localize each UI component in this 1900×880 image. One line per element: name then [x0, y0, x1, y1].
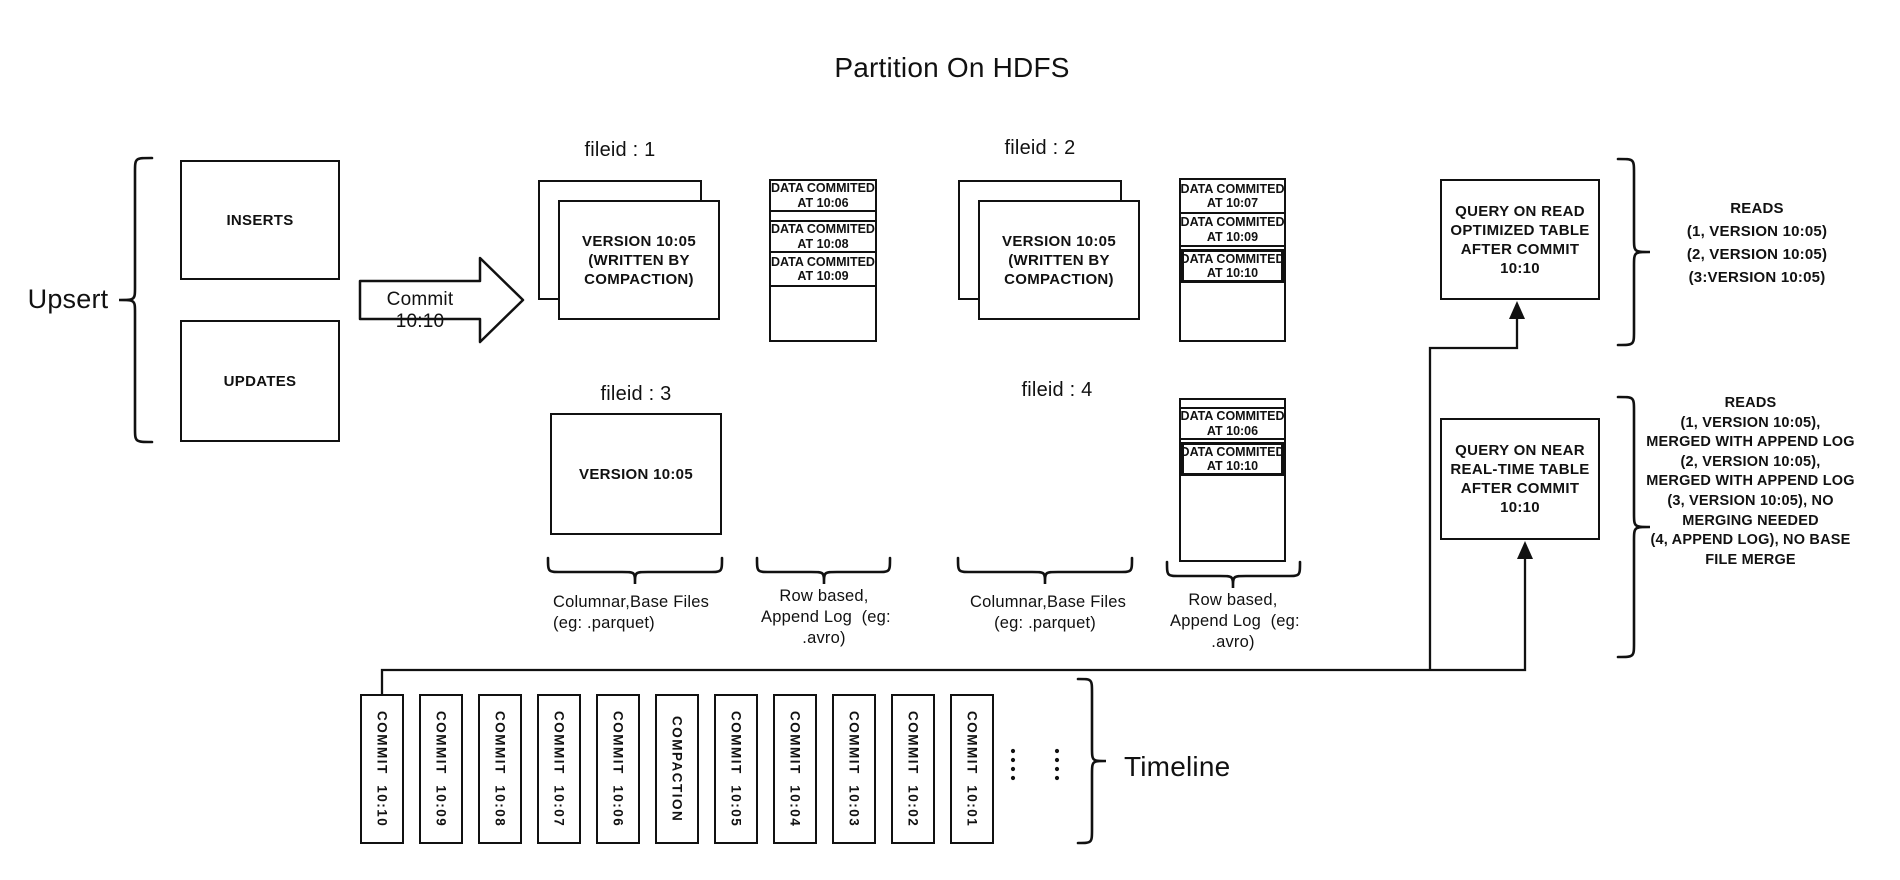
timeline-commit-1001: COMMIT 10:01	[950, 694, 994, 844]
underbrace-rowlog-2	[1165, 560, 1302, 589]
log-file-4: DATA COMMITED AT 10:06 DATA COMMITED AT …	[1179, 398, 1286, 562]
fileid-3-label: fileid : 3	[600, 383, 672, 405]
timeline-commit-1007: COMMIT 10:07	[537, 694, 581, 844]
timeline-compaction: COMPACTION	[655, 694, 699, 844]
nrt-arrowhead	[1517, 541, 1533, 559]
basefile-1-front: VERSION 10:05 (WRITTEN BY COMPACTION)	[558, 200, 720, 320]
page-title: Partition On HDFS	[834, 52, 1070, 83]
timeline-commit-1004: COMMIT 10:04	[773, 694, 817, 844]
log-cell-new-commit: DATA COMMITED AT 10:10	[1181, 442, 1284, 476]
columnar-files-caption-1: Columnar,Base Files (eg: .parquet)	[553, 593, 710, 632]
log-cell: DATA COMMITED AT 10:06	[1181, 409, 1284, 440]
log-file-1: DATA COMMITED AT 10:06 DATA COMMITED AT …	[769, 179, 877, 342]
commit-arrow-label: Commit 10:10	[386, 289, 454, 332]
log-strip	[771, 212, 875, 222]
timeline-label: Timeline	[1124, 751, 1231, 782]
log-file-2: DATA COMMITED AT 10:07 DATA COMMITED AT …	[1179, 178, 1286, 342]
underbrace-columnar-2	[956, 556, 1134, 585]
log-cell: DATA COMMITED AT 10:06	[771, 181, 875, 212]
timeline-commit-1006: COMMIT 10:06	[596, 694, 640, 844]
log-strip	[1181, 400, 1284, 409]
inserts-label: INSERTS	[226, 211, 294, 229]
query-read-optimized-box: QUERY ON READ OPTIMIZED TABLE AFTER COMM…	[1440, 179, 1600, 300]
fileid-1-label: fileid : 1	[584, 139, 656, 161]
columnar-files-caption-2: Columnar,Base Files (eg: .parquet)	[970, 593, 1127, 632]
timeline-brace	[1076, 677, 1107, 845]
basefile-3-text: VERSION 10:05	[579, 465, 693, 483]
inserts-box: INSERTS	[180, 160, 340, 280]
query-near-realtime-box: QUERY ON NEAR REAL-TIME TABLE AFTER COMM…	[1440, 418, 1600, 540]
basefile-1-text: VERSION 10:05	[582, 232, 696, 250]
ro-arrowhead	[1509, 301, 1525, 319]
timeline-commit-1005: COMMIT 10:05	[714, 694, 758, 844]
timeline-commit-1003: COMMIT 10:03	[832, 694, 876, 844]
underbrace-rowlog-1	[755, 556, 892, 585]
fileid-2-label: fileid : 2	[1004, 137, 1076, 159]
log-cell: DATA COMMITED AT 10:08	[771, 222, 875, 253]
log-cell: DATA COMMITED AT 10:09	[771, 253, 875, 287]
reads-annotation-near-realtime: READS (1, VERSION 10:05), MERGED WITH AP…	[1646, 395, 1855, 568]
timeline-ellipsis-dots	[1010, 748, 1060, 781]
updates-box: UPDATES	[180, 320, 340, 442]
basefile-3: VERSION 10:05	[550, 413, 722, 535]
row-log-caption-1: Row based, Append Log (eg: .avro)	[761, 587, 891, 647]
timeline-commit-1002: COMMIT 10:02	[891, 694, 935, 844]
reads-annotation-read-optimized: READS (1, VERSION 10:05) (2, VERSION 10:…	[1686, 200, 1828, 286]
underbrace-columnar-1	[546, 556, 724, 585]
basefile-2-text: VERSION 10:05	[1002, 232, 1116, 250]
log-cell: DATA COMMITED AT 10:07	[1181, 180, 1284, 214]
updates-label: UPDATES	[223, 372, 297, 390]
log-cell: DATA COMMITED AT 10:09	[1181, 214, 1284, 247]
fileid-4-label: fileid : 4	[1021, 379, 1093, 401]
timeline-commit-1009: COMMIT 10:09	[419, 694, 463, 844]
timeline-commit-1008: COMMIT 10:08	[478, 694, 522, 844]
reads-brace-1	[1616, 157, 1651, 347]
upsert-brace	[118, 156, 154, 444]
row-log-caption-2: Row based, Append Log (eg: .avro)	[1170, 591, 1300, 651]
upsert-label: Upsert	[27, 284, 109, 314]
timeline-commit-1010: COMMIT 10:10	[360, 694, 404, 844]
log-cell-new-commit: DATA COMMITED AT 10:10	[1181, 249, 1284, 283]
basefile-2-front: VERSION 10:05 (WRITTEN BY COMPACTION)	[978, 200, 1140, 320]
